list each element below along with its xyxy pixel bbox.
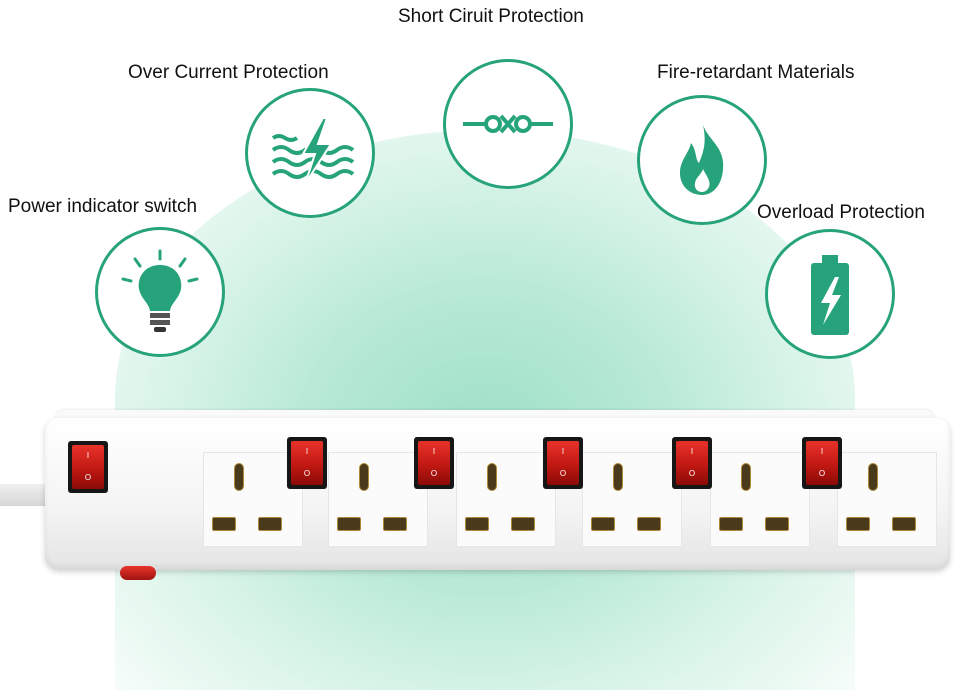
short-circuit-label: Short Ciruit Protection <box>398 6 584 27</box>
outlet-socket <box>710 452 810 547</box>
short-circuit-badge <box>443 59 573 189</box>
socket-hole <box>846 517 870 531</box>
lightning-waves-icon <box>271 117 355 185</box>
power-indicator-label: Power indicator switch <box>8 196 198 217</box>
over-current-badge <box>245 88 375 218</box>
socket-hole <box>637 517 661 531</box>
socket-hole <box>258 517 282 531</box>
outlet-socket <box>837 452 937 547</box>
socket-hole <box>591 517 615 531</box>
strip-foot <box>120 566 156 580</box>
socket-hole <box>359 463 369 491</box>
socket-hole <box>465 517 489 531</box>
socket-hole <box>234 463 244 491</box>
socket-hole <box>892 517 916 531</box>
battery-bolt-icon <box>811 255 849 335</box>
overload-badge <box>765 229 895 359</box>
short-circuit-icon <box>463 114 553 134</box>
socket-hole <box>487 463 497 491</box>
light-bulb-icon <box>121 249 199 332</box>
socket-hole <box>719 517 743 531</box>
outlet-socket <box>456 452 556 547</box>
socket-hole <box>337 517 361 531</box>
fire-retardant-badge <box>637 95 767 225</box>
socket-hole <box>868 463 878 491</box>
outlet-socket <box>582 452 682 547</box>
socket-hole <box>613 463 623 491</box>
outlet-socket <box>328 452 428 547</box>
over-current-label: Over Current Protection <box>128 62 329 83</box>
fire-retardant-label: Fire-retardant Materials <box>657 62 855 83</box>
socket-hole <box>765 517 789 531</box>
socket-hole <box>212 517 236 531</box>
socket-hole <box>383 517 407 531</box>
outlet-socket <box>203 452 303 547</box>
flame-icon <box>679 125 724 195</box>
socket-hole <box>741 463 751 491</box>
power-indicator-badge <box>95 227 225 357</box>
overload-label: Overload Protection <box>757 202 925 223</box>
socket-hole <box>511 517 535 531</box>
